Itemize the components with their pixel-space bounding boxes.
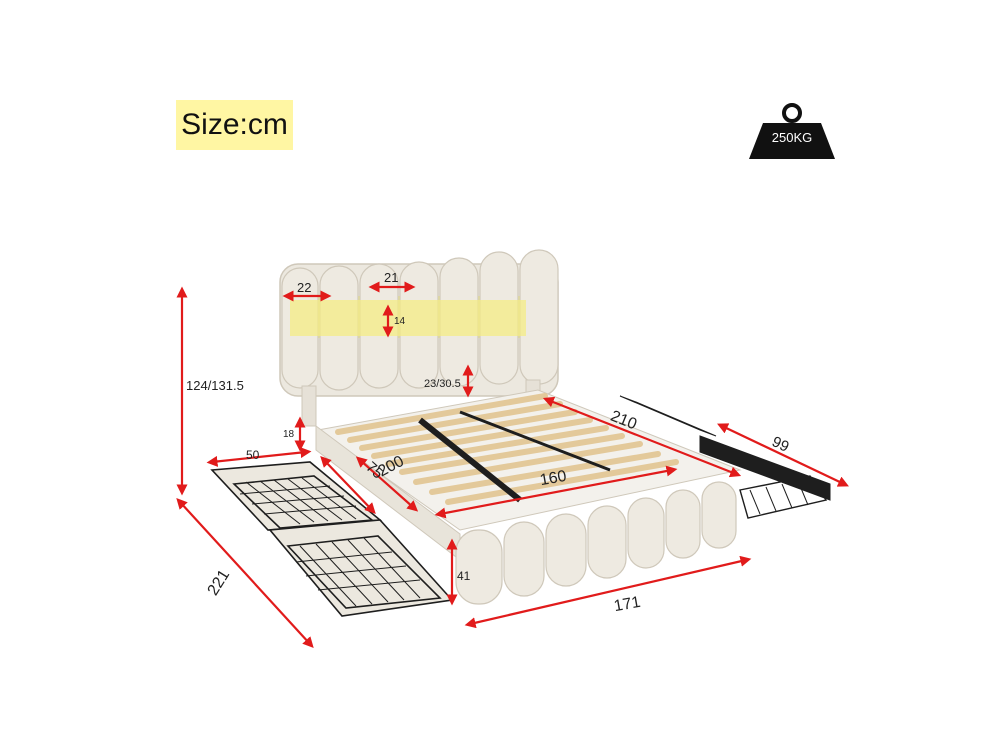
dim-slot-width: 22 bbox=[297, 280, 312, 295]
dim-light-strip: 14 bbox=[394, 316, 406, 327]
dim-clearance: 23/30.5 bbox=[424, 378, 461, 390]
size-unit-badge: Size:cm bbox=[176, 100, 293, 150]
dim-leg-height: 18 bbox=[283, 429, 295, 440]
dim-post-width: 21 bbox=[384, 270, 399, 285]
weight-icon bbox=[749, 103, 835, 159]
weight-capacity-label: 250KG bbox=[771, 130, 813, 145]
dim-rail-height: 41 bbox=[457, 569, 471, 583]
size-unit-text: Size:cm bbox=[181, 108, 288, 141]
dim-total-height: 124/131.5 bbox=[186, 378, 244, 393]
dimension-arrows bbox=[176, 281, 849, 649]
dim-drawer-depth: 50 bbox=[246, 448, 260, 462]
